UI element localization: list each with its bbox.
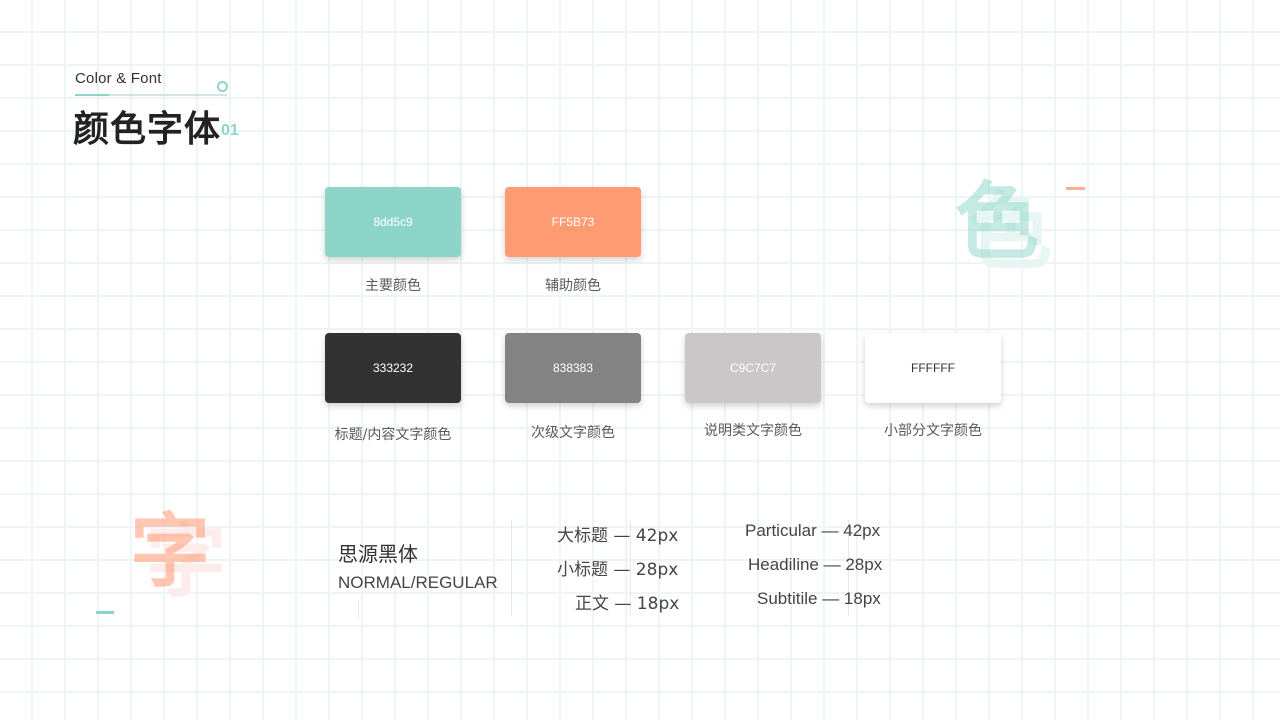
swatch-secondary-text-label: 次级文字颜色 bbox=[531, 425, 615, 441]
header-subtitle: Color & Font bbox=[75, 70, 162, 87]
swatch-title-text-label: 标题/内容文字颜色 bbox=[334, 427, 452, 443]
swatch-minor-text-label: 小部分文字颜色 bbox=[884, 423, 982, 439]
divider bbox=[848, 520, 849, 616]
font-weight-label: NORMAL/REGULAR bbox=[338, 573, 498, 592]
swatch-secondary-text: 838383 bbox=[505, 333, 641, 403]
color-char-decoration: 色 bbox=[955, 173, 1040, 271]
swatch-secondary-label: 辅助颜色 bbox=[545, 278, 601, 294]
size-spec-cn: 正文 — 18px bbox=[575, 594, 680, 614]
font-char-shadow: 字 bbox=[146, 515, 226, 608]
ring-decoration bbox=[217, 81, 228, 92]
size-spec-en: Particular — 42px bbox=[745, 521, 881, 540]
swatch-caption-text: C9C7C7 bbox=[685, 333, 821, 403]
swatch-minor-text: FFFFFF bbox=[865, 333, 1001, 403]
swatch-title-text: 333232 bbox=[325, 333, 461, 403]
font-char-decoration: 字 bbox=[130, 505, 210, 598]
dash-decoration-bottom bbox=[96, 611, 114, 614]
section-number: 01 bbox=[221, 122, 239, 139]
swatch-caption-text-label: 说明类文字颜色 bbox=[704, 423, 802, 439]
divider bbox=[630, 520, 631, 616]
page-title: 颜色字体 bbox=[73, 109, 222, 150]
size-spec-en: Subtitile — 18px bbox=[757, 589, 881, 608]
size-spec-cn: 小标题 — 28px bbox=[557, 560, 679, 580]
swatch-secondary: FF5B73 bbox=[505, 187, 641, 257]
font-family-name: 思源黑体 bbox=[338, 542, 418, 566]
size-spec-en: Headiline — 28px bbox=[748, 555, 883, 574]
swatch-primary: 8dd5c9 bbox=[325, 187, 461, 257]
header-underline-accent bbox=[75, 94, 109, 96]
color-char-shadow: 色 bbox=[968, 183, 1053, 281]
section-header: Color & Font 颜色字体 01 bbox=[73, 70, 239, 150]
size-spec-cn: 大标题 — 42px bbox=[557, 526, 679, 546]
divider bbox=[511, 520, 512, 616]
divider bbox=[358, 600, 359, 618]
header-underline bbox=[75, 94, 227, 96]
swatch-primary-label: 主要颜色 bbox=[365, 278, 421, 294]
dash-decoration-top bbox=[1066, 187, 1085, 190]
